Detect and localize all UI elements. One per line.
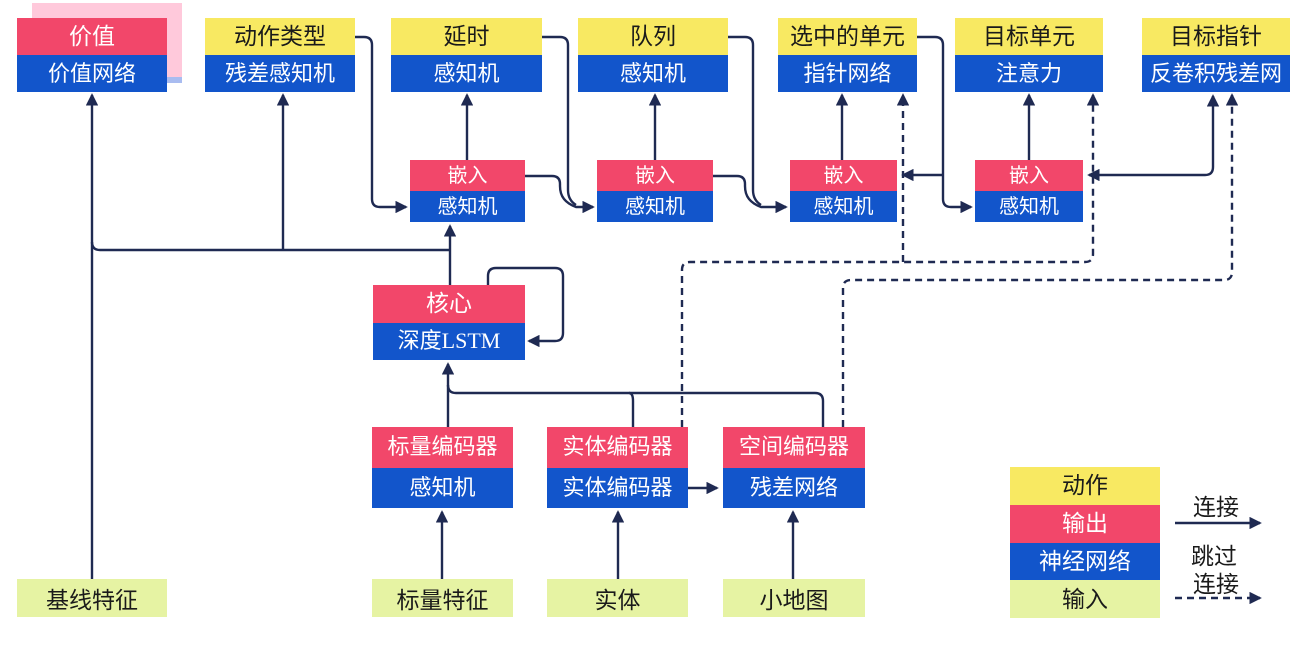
node-value-header: 价值: [17, 18, 167, 55]
node-entity-encoder-body: 实体编码器: [547, 467, 688, 508]
edge-entityencoder-up: [628, 391, 635, 427]
node-spatial-encoder-header: 空间编码器: [723, 427, 865, 468]
node-embedding-4: 嵌入 感知机: [975, 160, 1083, 222]
node-queue-header: 队列: [578, 18, 728, 55]
legend-action: 动作: [1010, 467, 1160, 505]
node-queue: 队列 感知机: [578, 18, 728, 92]
node-delay: 延时 感知机: [391, 18, 542, 92]
node-target-point-body: 反卷积残差网: [1142, 55, 1290, 92]
node-embedding-1: 嵌入 感知机: [410, 160, 525, 222]
node-embedding-2: 嵌入 感知机: [597, 160, 713, 222]
node-embedding-4-body: 感知机: [975, 191, 1083, 222]
legend-output: 输出: [1010, 504, 1160, 543]
node-scalar-encoder-body: 感知机: [372, 467, 513, 508]
legend-network: 神经网络: [1010, 542, 1160, 581]
node-target-point-header: 目标指针: [1142, 18, 1290, 55]
node-embedding-3: 嵌入 感知机: [790, 160, 897, 222]
node-target-unit-body: 注意力: [955, 55, 1103, 92]
edge-encoders-to-core: [441, 362, 825, 427]
node-target-unit-header: 目标单元: [955, 18, 1103, 55]
node-spatial-encoder: 空间编码器 残差网络: [723, 427, 865, 508]
skip-spatial-to-deconv: [841, 93, 1239, 427]
input-baseline-features: 基线特征: [17, 579, 167, 617]
node-embedding-3-body: 感知机: [790, 191, 897, 222]
input-entities: 实体: [547, 579, 688, 617]
edge-actiontype-to-embedding1: [355, 35, 408, 214]
node-entity-encoder: 实体编码器 实体编码器: [547, 427, 688, 508]
node-delay-body: 感知机: [391, 55, 542, 92]
node-embedding-1-header: 嵌入: [410, 160, 525, 191]
node-core: 核心 深度LSTM: [373, 285, 525, 360]
edge-core-branch-left: [90, 241, 450, 252]
node-value: 价值 价值网络: [17, 18, 167, 92]
node-queue-body: 感知机: [578, 55, 728, 92]
edge-embedding4-targetpoint: [1087, 94, 1220, 182]
node-core-header: 核心: [373, 285, 525, 323]
node-selected-units: 选中的单元 指针网络: [778, 18, 917, 92]
node-action-type: 动作类型 残差感知机: [205, 18, 355, 92]
input-scalar-features: 标量特征: [372, 579, 513, 617]
node-action-type-header: 动作类型: [205, 18, 355, 55]
node-target-unit: 目标单元 注意力: [955, 18, 1103, 92]
node-embedding-2-header: 嵌入: [597, 160, 713, 191]
legend-skip-label-line2: 连接: [1193, 572, 1239, 597]
node-action-type-body: 残差感知机: [205, 55, 355, 92]
node-core-body: 深度LSTM: [373, 322, 525, 360]
node-value-body: 价值网络: [17, 55, 167, 92]
legend-input: 输入: [1010, 580, 1160, 618]
node-embedding-4-header: 嵌入: [975, 160, 1083, 191]
node-scalar-encoder-header: 标量编码器: [372, 427, 513, 468]
edge-queue-to-embedding3: [728, 35, 762, 207]
node-selected-units-header: 选中的单元: [778, 18, 917, 55]
node-embedding-1-body: 感知机: [410, 191, 525, 222]
node-entity-encoder-header: 实体编码器: [547, 427, 688, 468]
input-minimap: 小地图: [723, 579, 865, 617]
node-embedding-2-body: 感知机: [597, 191, 713, 222]
node-selected-units-body: 指针网络: [778, 55, 917, 92]
node-target-point: 目标指针 反卷积残差网: [1142, 18, 1290, 92]
legend-swatches: 动作 输出 神经网络 输入: [1010, 467, 1160, 618]
node-scalar-encoder: 标量编码器 感知机: [372, 427, 513, 508]
edge-embedding2-to-embedding3: [713, 174, 788, 214]
edge-selectedunits-to-embedding4: [917, 35, 973, 214]
legend-connection-label: 连接: [1193, 495, 1239, 520]
edge-embedding1-to-embedding2: [525, 174, 595, 214]
edge-delay-to-embedding2: [541, 35, 577, 207]
node-spatial-encoder-body: 残差网络: [723, 467, 865, 508]
node-embedding-3-header: 嵌入: [790, 160, 897, 191]
skip-entity-to-attention: [680, 93, 1100, 427]
node-delay-header: 延时: [391, 18, 542, 55]
edge-core-self-loop: [486, 266, 565, 348]
legend-skip-label-line1: 跳过: [1191, 544, 1237, 569]
